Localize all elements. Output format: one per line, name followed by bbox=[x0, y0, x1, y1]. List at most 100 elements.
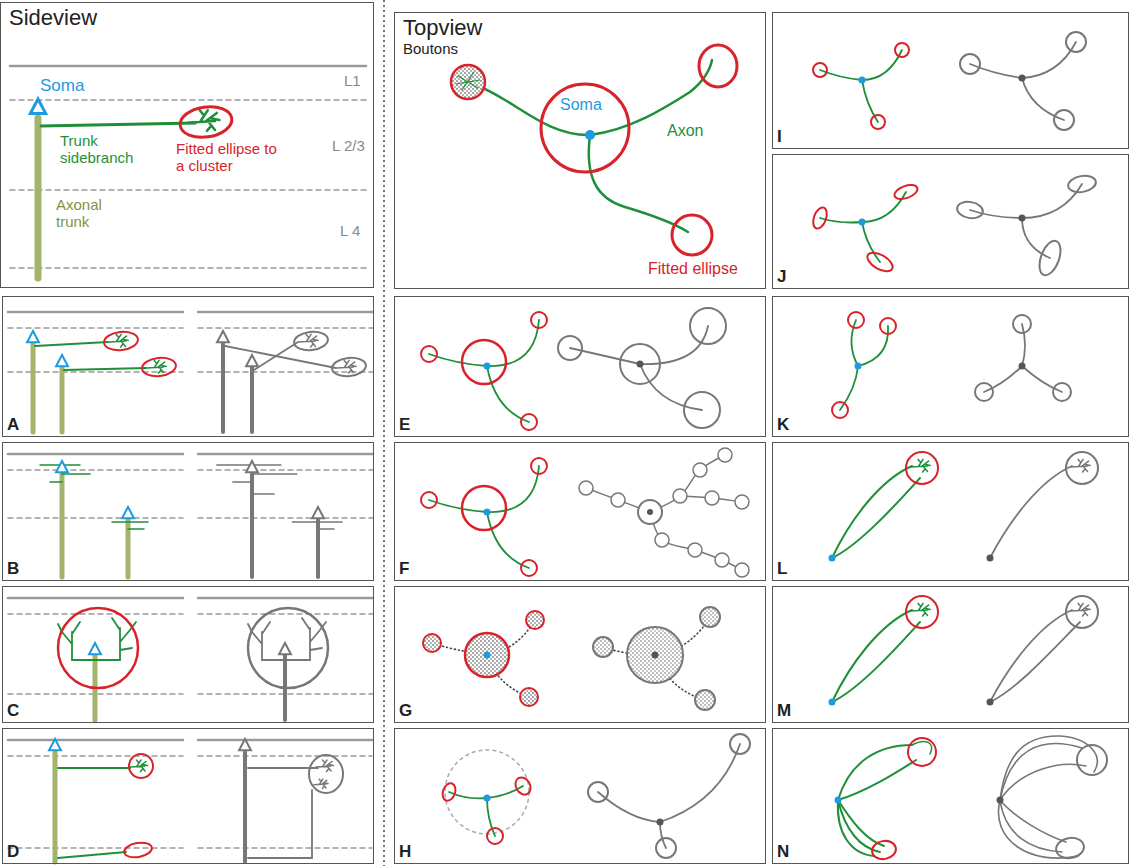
fitted-ellipse bbox=[293, 330, 329, 351]
axonal-trunk bbox=[250, 367, 254, 432]
fitted-ellipse bbox=[735, 495, 749, 509]
layer-label: L1 bbox=[344, 72, 361, 89]
trunk-sidebranch bbox=[64, 368, 146, 370]
fitted-ellipse bbox=[531, 458, 547, 474]
trunk-sidebranch bbox=[248, 767, 318, 769]
fitted-ellipse bbox=[248, 608, 328, 688]
fitted-ellipse bbox=[848, 312, 864, 328]
trunk-sidebranch bbox=[252, 493, 274, 495]
soma-dot bbox=[1019, 215, 1026, 222]
panel-letter: N bbox=[777, 842, 789, 862]
axonal-trunk bbox=[243, 752, 247, 862]
layer-border bbox=[8, 327, 183, 329]
drawing bbox=[8, 32, 1107, 862]
panel-letter: I bbox=[777, 127, 782, 147]
axon-path bbox=[1022, 78, 1064, 120]
soma-triangle bbox=[56, 461, 68, 472]
trunk-sidebranch bbox=[50, 481, 62, 483]
soma-dot bbox=[829, 555, 836, 562]
fitted-ellipse bbox=[465, 633, 509, 677]
layer-border bbox=[10, 267, 366, 269]
fitted-ellipse bbox=[956, 200, 984, 220]
panel-letter: L bbox=[777, 559, 787, 579]
axon-path bbox=[998, 800, 1078, 858]
fitted-ellipse bbox=[423, 634, 441, 652]
soma-triangle bbox=[49, 739, 61, 750]
bouton-branches bbox=[456, 72, 480, 90]
soma-triangle bbox=[239, 739, 251, 750]
panel-letter: K bbox=[777, 415, 789, 435]
layer-border bbox=[8, 469, 183, 471]
axon-path bbox=[650, 455, 725, 512]
trunk-sidebranch bbox=[252, 473, 297, 475]
figure-panel: K bbox=[772, 296, 1129, 437]
layer-border bbox=[10, 189, 366, 191]
fitted-ellipse bbox=[309, 755, 343, 793]
soma-triangle bbox=[122, 507, 134, 518]
fitted-ellipse bbox=[541, 84, 629, 172]
soma-dot bbox=[859, 219, 866, 226]
soma-triangle bbox=[246, 461, 258, 472]
pia-line bbox=[198, 453, 373, 456]
range-circle bbox=[445, 750, 529, 834]
fitted-ellipse bbox=[579, 481, 593, 495]
axon-path bbox=[589, 135, 688, 232]
soma-triangle bbox=[89, 643, 101, 654]
ellipse-label: Fitted ellipse to a cluster bbox=[176, 140, 281, 175]
soma-dot bbox=[829, 699, 836, 706]
fitted-ellipse bbox=[462, 486, 506, 530]
soma-dot bbox=[987, 555, 994, 562]
layer-label: L 2/3 bbox=[332, 137, 365, 154]
soma-dot bbox=[997, 797, 1004, 804]
fitted-ellipse bbox=[103, 330, 139, 351]
axon-path bbox=[912, 742, 932, 754]
layer-label: L 4 bbox=[340, 222, 360, 239]
soma-dot bbox=[1019, 75, 1026, 82]
soma-dot bbox=[484, 509, 491, 516]
fitted-ellipse bbox=[627, 627, 683, 683]
figure-panel: A bbox=[2, 296, 374, 437]
axon-label: Axon bbox=[667, 122, 703, 140]
cluster-tree bbox=[1071, 459, 1090, 472]
fitted-ellipse bbox=[715, 553, 729, 567]
cluster-tree bbox=[109, 334, 128, 347]
panel-letter: A bbox=[7, 415, 19, 435]
panel-letter: H bbox=[399, 842, 411, 862]
fitted-ellipse bbox=[588, 782, 608, 802]
fitted-ellipse bbox=[520, 688, 538, 706]
fitted-ellipse bbox=[462, 340, 506, 384]
pia-line bbox=[8, 739, 183, 742]
fitted-ellipse bbox=[673, 489, 687, 503]
pia-line bbox=[10, 65, 366, 68]
trunk-sidebranch bbox=[233, 481, 252, 483]
axon-path bbox=[640, 364, 702, 410]
soma-dot bbox=[835, 797, 842, 804]
fitted-ellipse bbox=[531, 312, 547, 328]
cluster-tree bbox=[188, 110, 220, 131]
layer-border bbox=[8, 613, 183, 615]
axon-path bbox=[487, 512, 529, 568]
figure-panel: J bbox=[772, 154, 1129, 289]
layer-border bbox=[8, 847, 183, 849]
panel-letter: D bbox=[7, 842, 19, 862]
fitted-ellipse bbox=[1054, 110, 1074, 130]
fitted-ellipse bbox=[871, 115, 885, 129]
pia-line bbox=[198, 311, 373, 314]
soma-dot bbox=[657, 819, 664, 826]
fitted-ellipse bbox=[960, 54, 980, 74]
soma-dot bbox=[987, 699, 994, 706]
cluster-tree bbox=[911, 459, 930, 472]
figure-panel: E bbox=[394, 296, 766, 437]
figure-panel: B bbox=[2, 442, 374, 581]
axonal-trunk bbox=[53, 752, 58, 862]
fitted-ellipse bbox=[1066, 32, 1086, 52]
fitted-ellipse bbox=[521, 414, 537, 430]
figure-panel: C bbox=[2, 586, 374, 723]
fitted-ellipse bbox=[1035, 238, 1064, 278]
fitted-ellipse bbox=[906, 596, 938, 628]
soma-dot bbox=[855, 363, 862, 370]
axon-path bbox=[487, 366, 529, 422]
layer-border bbox=[198, 517, 373, 519]
fitted-ellipse bbox=[656, 838, 676, 858]
